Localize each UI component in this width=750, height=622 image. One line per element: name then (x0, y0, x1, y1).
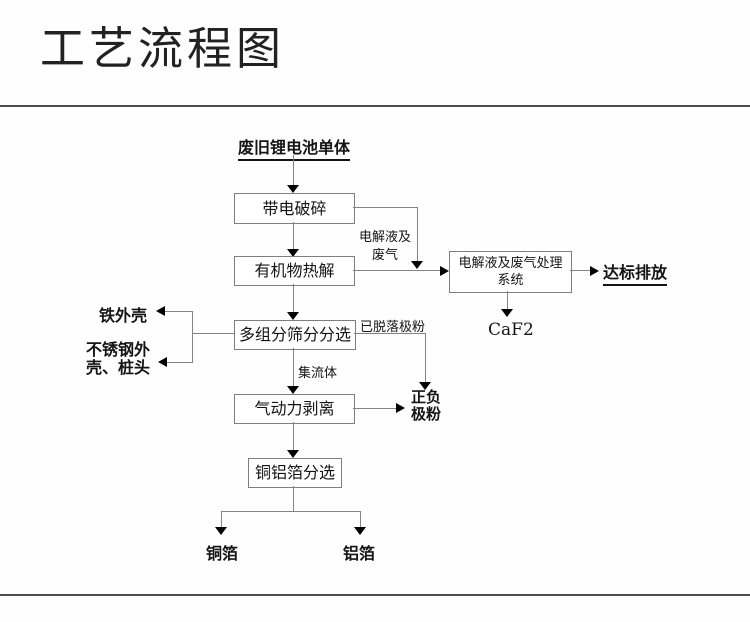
arrowhead-stripping-to-powder (396, 403, 405, 413)
edge-label-electrolyte-gas-line1: 电解液及 (358, 230, 411, 245)
node-electrolyte-gas-treatment-line2: 系统 (497, 273, 524, 288)
output-stainless-shell-line2: 壳、桩头 (86, 358, 151, 377)
arrowhead-into-foil-sorting (287, 450, 299, 458)
node-cu-al-foil-sorting: 铜铝箔分选 (248, 458, 342, 488)
arrowhead-to-aluminum-foil (354, 527, 366, 535)
node-organic-pyrolysis: 有机物热解 (234, 256, 355, 286)
output-aluminum-foil: 铝箔 (343, 544, 376, 563)
arrowhead-into-stripping (287, 386, 299, 394)
node-charged-crushing: 带电破碎 (234, 193, 355, 224)
node-pneumatic-stripping: 气动力剥离 (234, 394, 355, 424)
connector-screening-left-h (192, 333, 234, 334)
output-electrode-powder: 正负 极粉 (404, 389, 448, 423)
arrowhead-into-crushing (287, 185, 299, 193)
connector-screening-left-v (192, 311, 193, 363)
connector-crushing-gas-v (417, 208, 418, 262)
arrowhead-to-stainless-shell (158, 357, 167, 367)
connector-foil-split-h (221, 511, 361, 512)
connector-source-to-crushing (293, 155, 294, 187)
arrowhead-to-copper-foil (215, 527, 227, 535)
connector-stripping-to-foil-sorting (293, 422, 294, 451)
connector-treatment-to-caf2 (507, 291, 508, 310)
node-electrolyte-gas-treatment-line1: 电解液及废气处理 (458, 256, 563, 271)
arrowhead-to-caf2 (501, 309, 513, 317)
connector-crushing-to-pyrolysis (293, 222, 294, 250)
edge-label-current-collector: 集流体 (298, 366, 338, 381)
arrowhead-to-iron-shell (156, 306, 165, 316)
page-title: 工艺流程图 (40, 22, 286, 75)
connector-screening-right-v (425, 334, 426, 383)
connector-pyrolysis-to-screening (293, 284, 294, 313)
output-electrode-powder-line2: 极粉 (410, 405, 441, 423)
output-electrode-powder-line1: 正负 (410, 388, 441, 406)
connector-to-iron-shell (165, 311, 192, 312)
connector-screening-right-h (354, 333, 426, 334)
output-standard-discharge-text: 达标排放 (603, 259, 668, 286)
connector-foil-sorting-stem (293, 486, 294, 512)
connector-to-stainless-shell (167, 362, 192, 363)
edge-label-detached-powder: 已脱落极粉 (360, 320, 426, 335)
top-divider (0, 105, 750, 107)
connector-to-copper-foil (221, 512, 222, 528)
node-multi-component-screening: 多组分筛分分选 (234, 320, 356, 350)
arrowhead-into-treatment (440, 266, 449, 276)
output-stainless-shell: 不锈钢外 壳、桩头 (86, 341, 150, 377)
connector-stripping-to-powder (353, 408, 397, 409)
arrowhead-into-pyrolysis (287, 249, 299, 257)
connector-pyrolysis-to-treatment (353, 270, 441, 271)
output-iron-shell: 铁外壳 (99, 306, 148, 325)
output-standard-discharge: 达标排放 (603, 259, 668, 286)
connector-screening-to-stripping (293, 348, 294, 387)
output-stainless-shell-line1: 不锈钢外 (86, 340, 151, 359)
node-electrolyte-gas-treatment: 电解液及废气处理 系统 (449, 251, 572, 293)
arrowhead-to-discharge (590, 266, 599, 276)
arrowhead-powder-from-screening (419, 382, 431, 390)
edge-label-electrolyte-gas: 电解液及 废气 (353, 229, 417, 265)
arrowhead-gas-junction (411, 261, 423, 269)
connector-crushing-gas-h (353, 207, 418, 208)
arrowhead-into-screening (287, 312, 299, 320)
connector-treatment-to-discharge (570, 270, 591, 271)
connector-to-aluminum-foil (360, 512, 361, 528)
output-copper-foil: 铜箔 (206, 544, 239, 563)
output-caf2: CaF2 (488, 320, 534, 340)
edge-label-electrolyte-gas-line2: 废气 (371, 248, 398, 263)
bottom-divider (0, 594, 750, 596)
source-label: 废旧锂电池单体 (234, 134, 354, 161)
